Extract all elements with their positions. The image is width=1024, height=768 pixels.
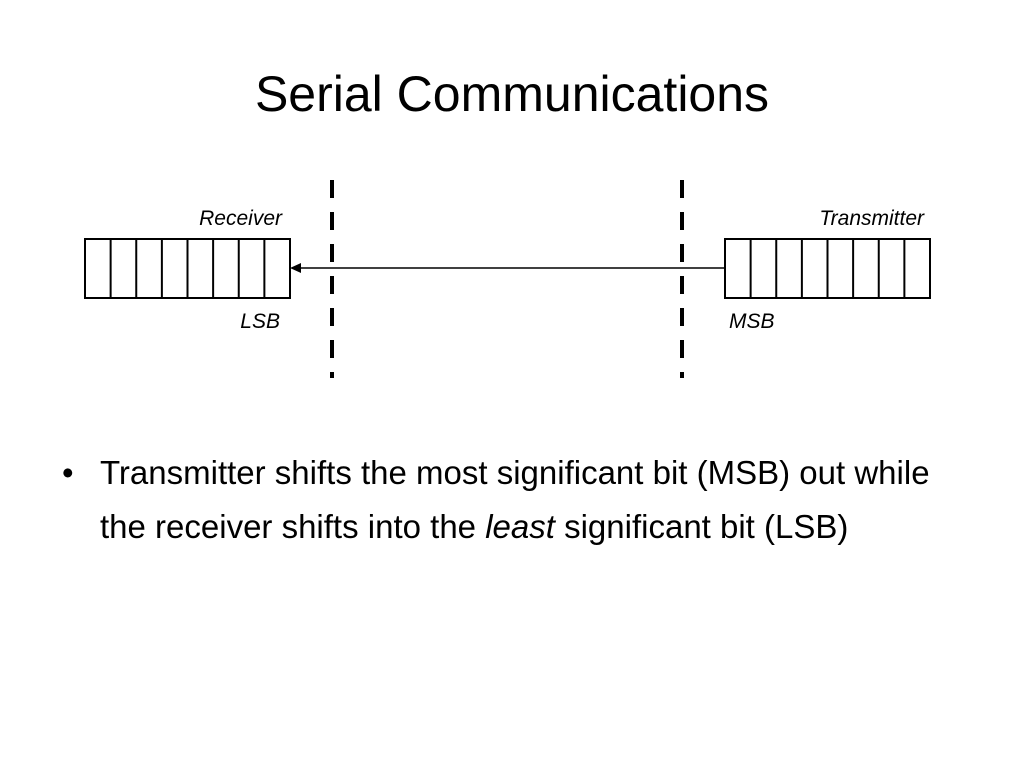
transmitter-label: Transmitter bbox=[819, 207, 925, 230]
bullet-list: • Transmitter shifts the most significan… bbox=[62, 446, 962, 554]
bullet-emphasis: least bbox=[485, 508, 555, 545]
bullet-text-after: significant bit (LSB) bbox=[554, 508, 849, 545]
receiver-label: Receiver bbox=[199, 207, 283, 230]
slide-title: Serial Communications bbox=[254, 66, 770, 122]
bullet-item: • Transmitter shifts the most significan… bbox=[62, 446, 962, 554]
bullet-marker: • bbox=[62, 454, 74, 491]
lsb-label: LSB bbox=[240, 310, 280, 333]
receiver-register bbox=[84, 238, 291, 299]
msb-label: MSB bbox=[729, 310, 775, 333]
bullet-text-before: Transmitter shifts the most significant … bbox=[100, 454, 930, 545]
data-flow-arrowhead bbox=[290, 263, 301, 273]
transmitter-register bbox=[724, 238, 931, 299]
